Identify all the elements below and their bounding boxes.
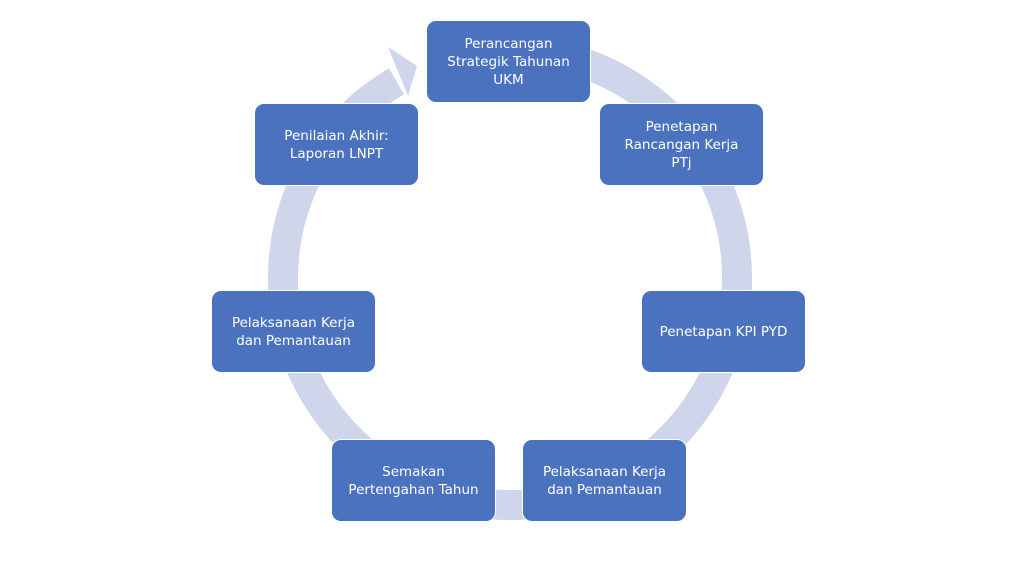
cycle-node-penetapan-kpi: Penetapan KPI PYD [642,291,805,372]
cycle-node-perancangan-strategik: Perancangan Strategik Tahunan UKM [427,21,590,102]
cycle-node-penilaian-akhir: Penilaian Akhir: Laporan LNPT [255,104,418,185]
cycle-node-penetapan-rancangan-kerja: Penetapan Rancangan Kerja PTj [600,104,763,185]
cycle-node-pelaksanaan-kerja-2: Pelaksanaan Kerja dan Pemantauan [212,291,375,372]
cycle-node-pelaksanaan-kerja-1: Pelaksanaan Kerja dan Pemantauan [523,440,686,521]
cycle-arrowhead-icon [388,47,417,96]
cycle-node-semakan-pertengahan: Semakan Pertengahan Tahun [332,440,495,521]
